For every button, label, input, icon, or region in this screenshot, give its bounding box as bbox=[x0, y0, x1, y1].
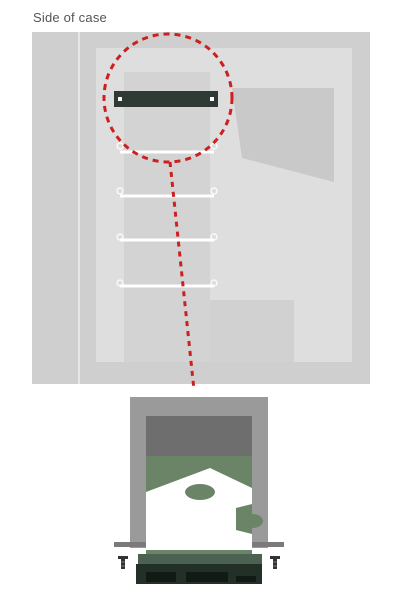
screw-icon bbox=[118, 556, 128, 569]
bracket-hole-left-icon bbox=[118, 97, 122, 101]
callout-leader-line bbox=[168, 161, 196, 391]
rail-4 bbox=[116, 279, 218, 288]
screw-icon bbox=[270, 556, 280, 569]
connector-2 bbox=[186, 572, 228, 582]
rail-hole-icon bbox=[116, 142, 124, 150]
rail-hole-icon bbox=[210, 279, 218, 287]
lower-bay bbox=[210, 300, 294, 362]
callout-circle bbox=[102, 32, 234, 164]
diagram-caption: Side of case bbox=[33, 10, 107, 25]
connector-1 bbox=[146, 572, 176, 582]
drive-spindle bbox=[185, 484, 215, 500]
mount-tab-left bbox=[114, 542, 146, 547]
bracket-hole-right-icon bbox=[210, 97, 214, 101]
rail-2 bbox=[116, 187, 218, 198]
rail-hole-icon bbox=[116, 233, 124, 241]
mount-tab-right bbox=[252, 542, 284, 547]
highlighted-drive-bracket bbox=[114, 91, 218, 107]
cage-top bbox=[146, 416, 252, 456]
case-side-panel bbox=[32, 32, 370, 384]
connector-3 bbox=[236, 576, 256, 582]
drive-connector-hole bbox=[241, 514, 263, 528]
rail-hole-icon bbox=[116, 187, 124, 195]
drive-rails bbox=[116, 142, 218, 288]
rail-hole-icon bbox=[210, 187, 218, 195]
drive-cage bbox=[124, 72, 210, 362]
rail-hole-icon bbox=[116, 279, 124, 287]
rail-3 bbox=[116, 233, 218, 242]
psu-panel bbox=[232, 88, 334, 182]
rail-hole-icon bbox=[210, 233, 218, 241]
drive-board bbox=[138, 554, 262, 564]
drive-detail bbox=[114, 397, 284, 584]
drive-label bbox=[146, 468, 252, 550]
